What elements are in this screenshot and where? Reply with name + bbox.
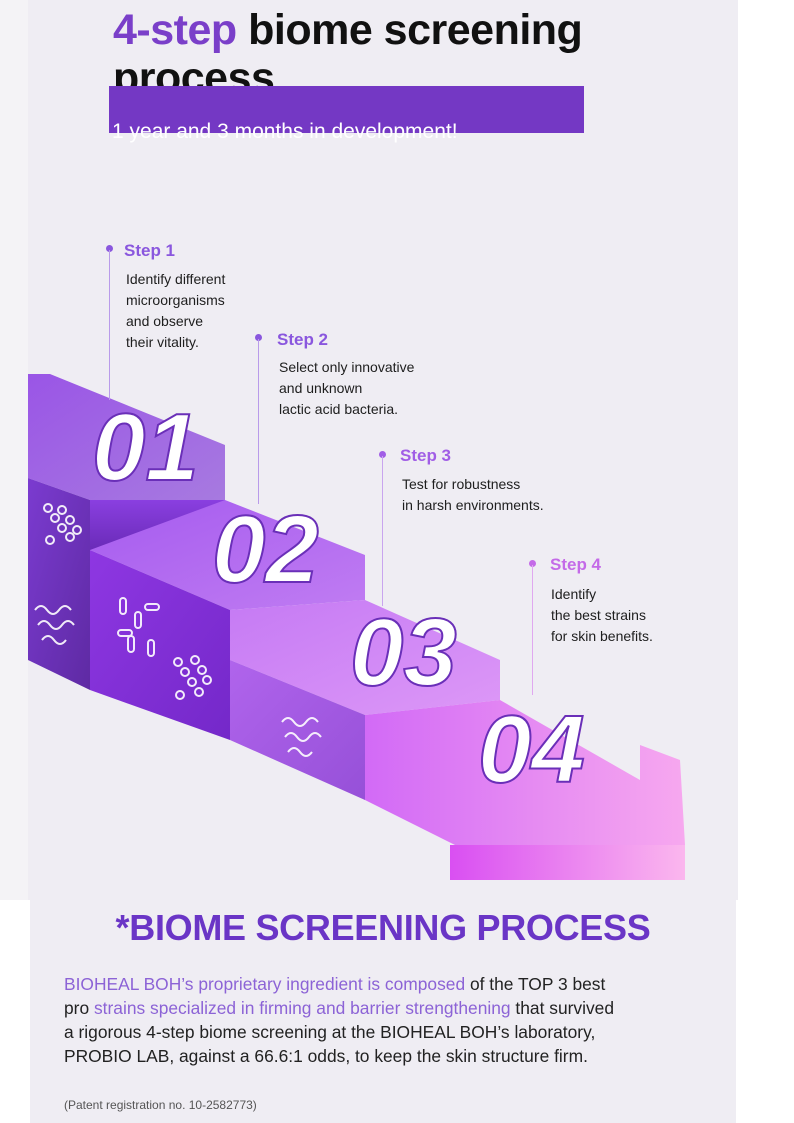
subtitle-bar bbox=[109, 86, 584, 133]
description-panel bbox=[30, 900, 736, 1123]
step2-connector-line bbox=[258, 339, 259, 504]
step1-connector-line bbox=[109, 250, 110, 400]
step2-marker-dot bbox=[255, 334, 262, 341]
step3-top bbox=[230, 600, 500, 715]
staircase-illustration: 01 02 03 04 bbox=[28, 374, 685, 880]
body-highlight-1: BIOHEAL BOH’s proprietary ingredient is … bbox=[64, 974, 466, 994]
step1-marker-dot bbox=[106, 245, 113, 252]
step4-connector-line bbox=[532, 565, 533, 695]
left-margin-strip bbox=[0, 0, 28, 900]
step2-top bbox=[90, 500, 365, 610]
body-highlight-2: strains specialized in firming and barri… bbox=[93, 998, 511, 1018]
step4-label: Step 4 bbox=[550, 555, 602, 574]
step3-marker-dot bbox=[379, 451, 386, 458]
step4-number: 04 bbox=[478, 696, 585, 803]
subtitle: 1 year and 3 months in development! bbox=[112, 120, 458, 143]
step1-number: 01 bbox=[92, 394, 199, 501]
step1-top bbox=[28, 374, 225, 500]
step3-number: 03 bbox=[350, 599, 457, 706]
step3-connector-line bbox=[382, 456, 383, 606]
step3-label: Step 3 bbox=[400, 446, 452, 465]
step4-arrow-front bbox=[450, 845, 685, 880]
step3-front bbox=[230, 660, 365, 800]
section-body: BIOHEAL BOH’s proprietary ingredient is … bbox=[64, 972, 624, 1068]
body-text-2: that survived a rigorous 4-step biome sc… bbox=[64, 998, 615, 1066]
title-accent: 4-step bbox=[113, 6, 237, 54]
patent-note: (Patent registration no. 10-2582773) bbox=[64, 1098, 257, 1112]
step2-label: Step 2 bbox=[277, 330, 329, 349]
body-text-1: of the TOP 3 best pro bbox=[64, 974, 606, 1018]
step4-arrow-top bbox=[365, 700, 685, 845]
step4-marker-dot bbox=[529, 560, 536, 567]
section-heading: *BIOME SCREENING PROCESS bbox=[115, 907, 651, 948]
step1-label: Step 1 bbox=[124, 241, 176, 260]
step2-number: 02 bbox=[212, 496, 319, 603]
microbe-pattern-decoration bbox=[34, 503, 322, 757]
